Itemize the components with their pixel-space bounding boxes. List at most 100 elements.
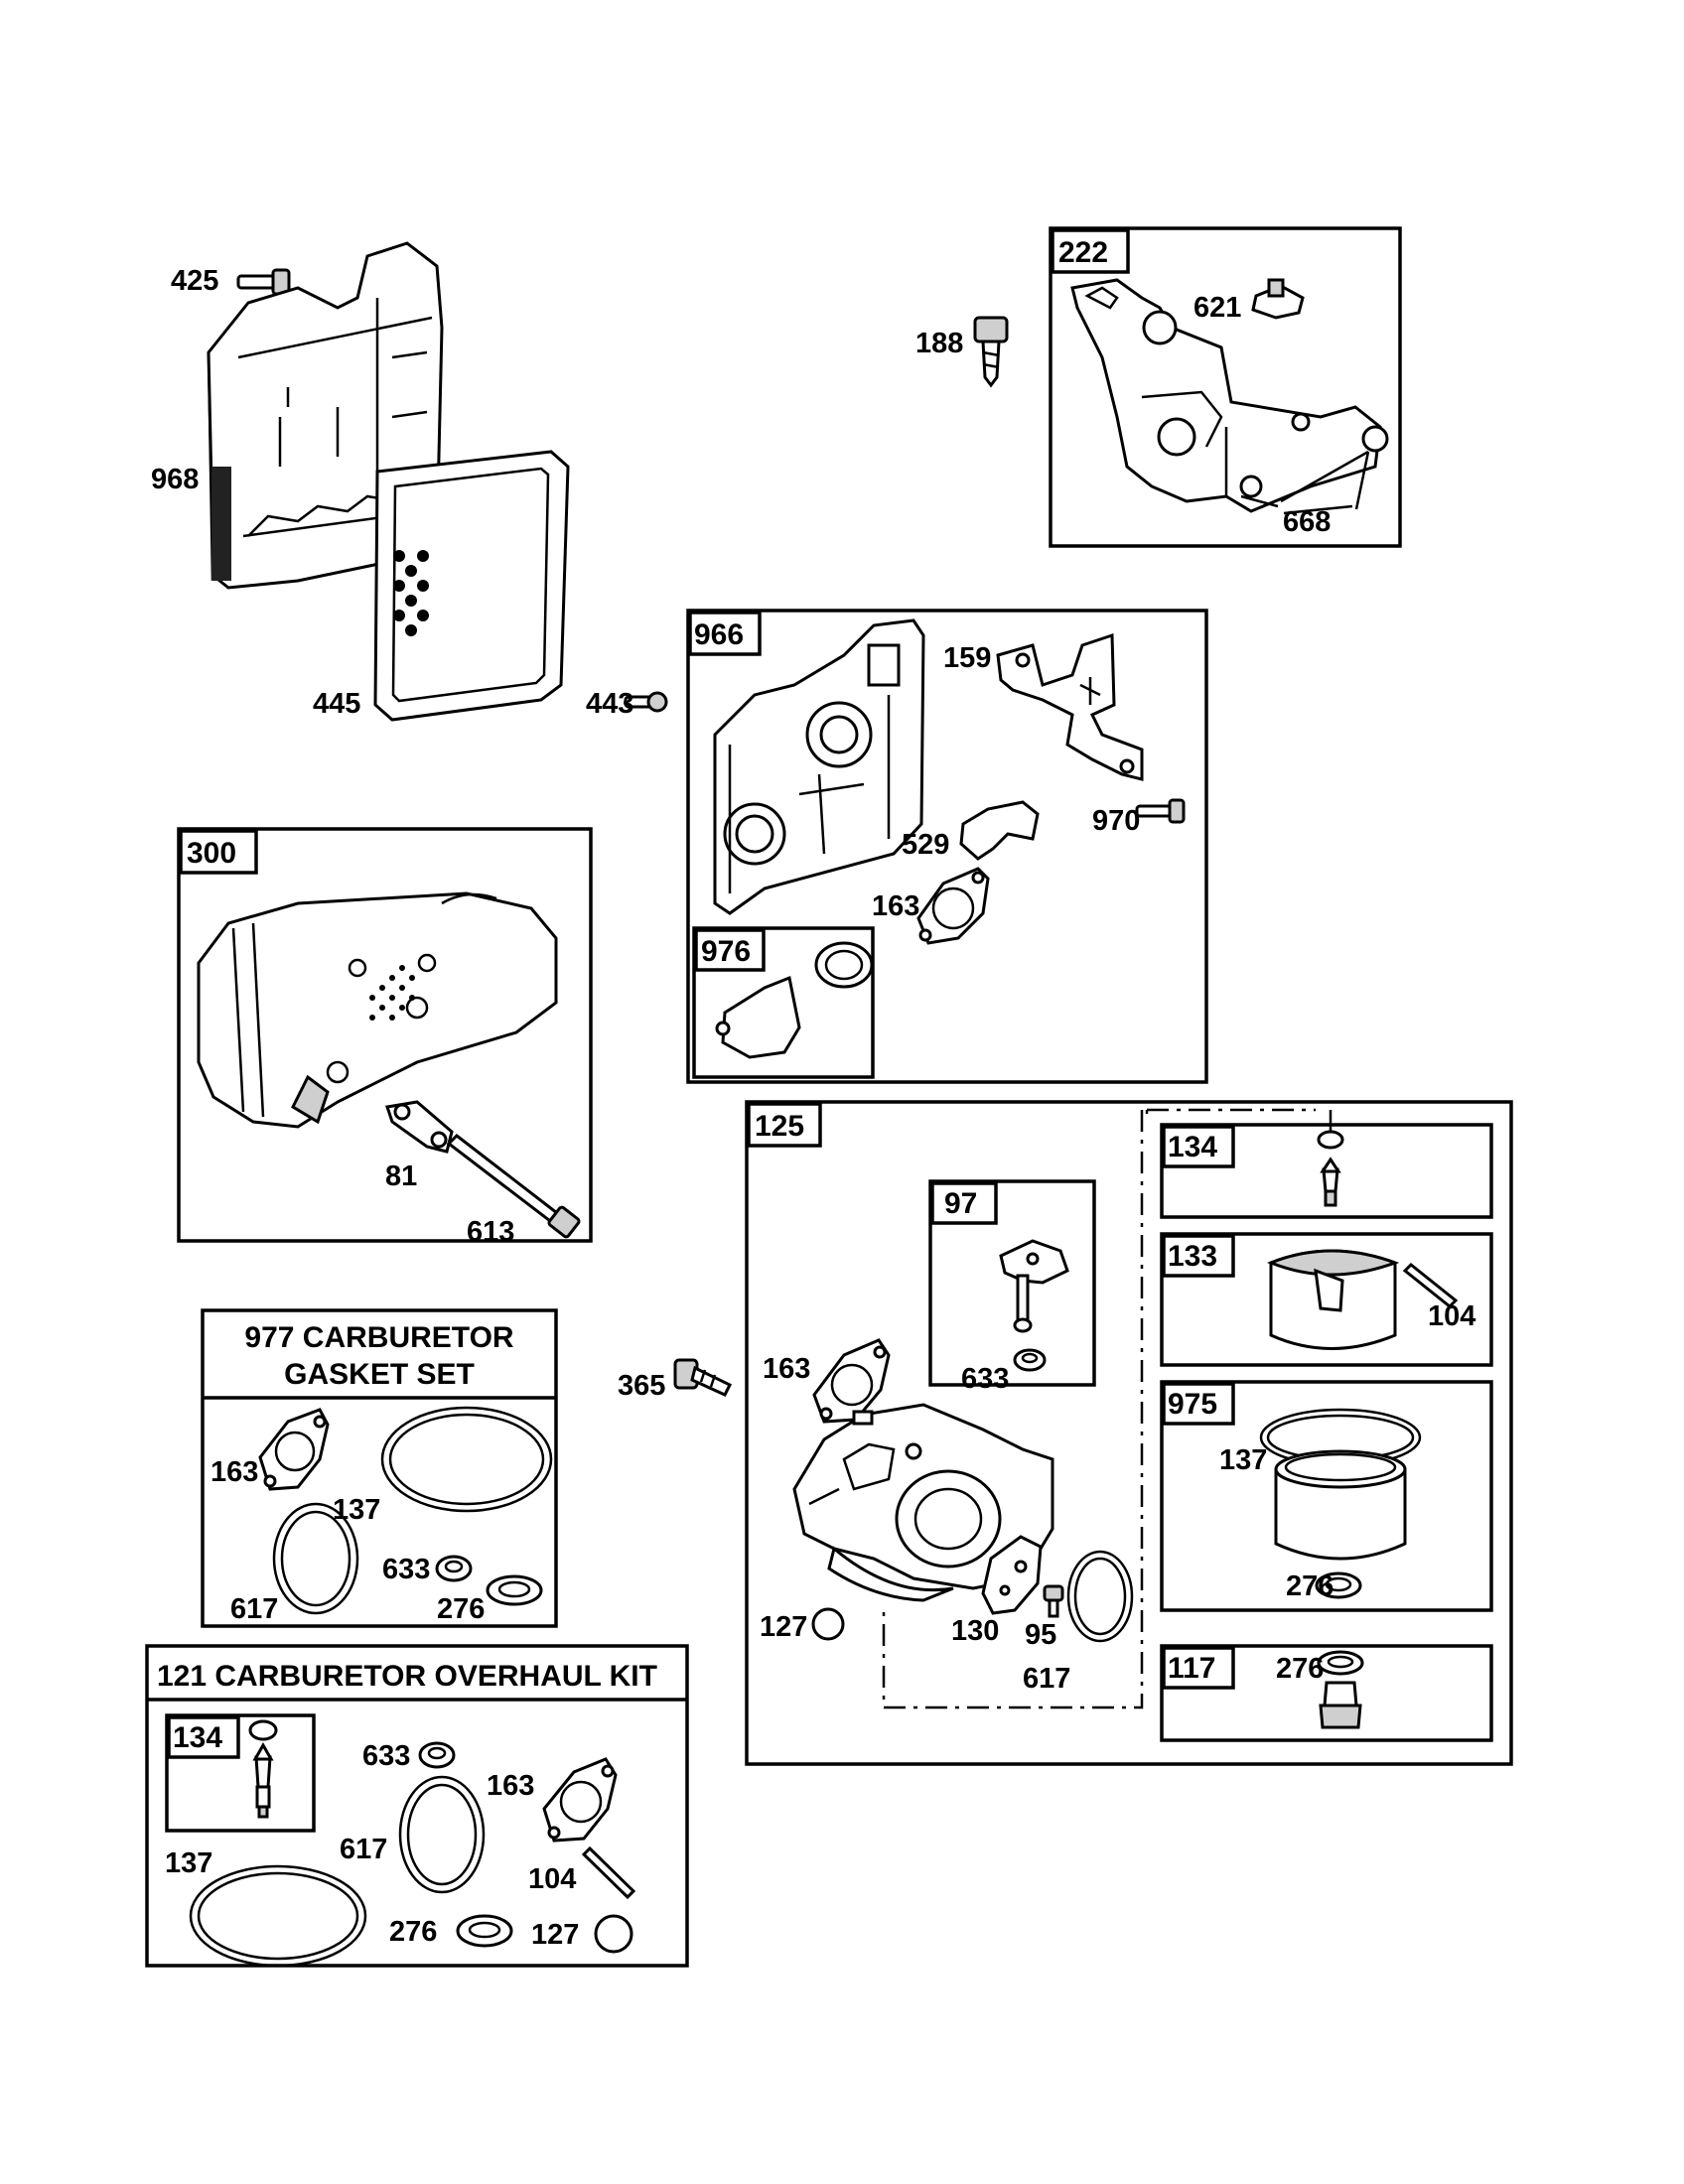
part-621-clip bbox=[1251, 278, 1305, 320]
part-137-gasket-b bbox=[380, 1406, 553, 1513]
part-127-plug-a bbox=[811, 1607, 845, 1641]
part-159-bracket bbox=[996, 632, 1144, 781]
part-163-gasket-d bbox=[542, 1757, 618, 1843]
label-425: 425 bbox=[171, 265, 218, 297]
part-276-washer-b bbox=[1317, 1650, 1364, 1676]
box-222-label: 222 bbox=[1058, 236, 1108, 269]
label-529: 529 bbox=[902, 829, 949, 861]
box-976-tag bbox=[694, 928, 766, 972]
label-130: 130 bbox=[951, 1615, 999, 1647]
box-975 bbox=[1160, 1380, 1493, 1612]
box-976 bbox=[692, 926, 875, 1079]
box-300 bbox=[177, 827, 593, 1243]
box-222-tag bbox=[1051, 228, 1130, 274]
box-117 bbox=[1160, 1644, 1493, 1742]
part-633-washer-a bbox=[1013, 1348, 1047, 1372]
box-97-label: 97 bbox=[944, 1187, 977, 1220]
part-104-pin-b bbox=[581, 1845, 636, 1900]
box-125-label: 125 bbox=[755, 1110, 804, 1143]
part-276-washer-d bbox=[456, 1914, 513, 1948]
label-617b: 617 bbox=[230, 1593, 278, 1625]
box-977 bbox=[201, 1308, 558, 1628]
label-81: 81 bbox=[385, 1160, 417, 1192]
part-633-washer-b bbox=[435, 1555, 473, 1582]
part-134b-needle-seat bbox=[248, 1719, 278, 1819]
label-159: 159 bbox=[943, 642, 991, 674]
label-137b: 137 bbox=[333, 1494, 380, 1526]
part-633-washer-c bbox=[418, 1741, 456, 1769]
part-276-washer-c bbox=[486, 1574, 543, 1606]
label-163b: 163 bbox=[763, 1353, 810, 1385]
part-104-pin-a bbox=[1402, 1262, 1459, 1309]
box-966-label: 966 bbox=[694, 618, 744, 651]
part-117-bowl-nut bbox=[1319, 1681, 1362, 1729]
part-617-oring-b bbox=[272, 1502, 359, 1615]
label-613: 613 bbox=[467, 1216, 514, 1248]
part-445-air-filter bbox=[373, 450, 570, 722]
label-621: 621 bbox=[1193, 292, 1241, 324]
box-134a bbox=[1160, 1123, 1493, 1219]
box-966 bbox=[686, 609, 1208, 1084]
part-617-oring-a bbox=[1066, 1550, 1134, 1643]
part-137-gasket-c bbox=[189, 1864, 367, 1968]
label-443: 443 bbox=[586, 688, 633, 720]
label-445: 445 bbox=[313, 688, 360, 720]
label-633b: 633 bbox=[382, 1554, 430, 1585]
label-104b: 104 bbox=[528, 1863, 576, 1895]
part-125-carburetor-body bbox=[792, 1403, 1054, 1602]
part-188-screw bbox=[973, 316, 1009, 388]
label-970: 970 bbox=[1092, 805, 1140, 837]
label-365: 365 bbox=[618, 1370, 665, 1402]
part-276-washer-a bbox=[1315, 1571, 1362, 1599]
label-188: 188 bbox=[915, 328, 963, 359]
part-425-screw bbox=[236, 268, 291, 296]
box-977-title: 977 CARBURETOR bbox=[244, 1321, 514, 1354]
box-134b-label: 134 bbox=[173, 1721, 222, 1754]
label-276a: 276 bbox=[1286, 1570, 1333, 1602]
box-117-label: 117 bbox=[1168, 1652, 1215, 1685]
part-97-choke-shaft bbox=[999, 1239, 1069, 1333]
box-975-label: 975 bbox=[1168, 1388, 1217, 1421]
label-276c: 276 bbox=[437, 1593, 485, 1625]
label-137c: 137 bbox=[165, 1847, 212, 1879]
box-134b bbox=[165, 1713, 316, 1833]
part-443-screw bbox=[624, 691, 668, 713]
part-300-muffler bbox=[197, 891, 558, 1129]
box-121-title: 121 CARBURETOR OVERHAUL KIT bbox=[157, 1660, 657, 1693]
part-163-gasket-a bbox=[916, 867, 990, 945]
label-276d: 276 bbox=[389, 1916, 437, 1948]
label-163d: 163 bbox=[487, 1770, 534, 1802]
box-222 bbox=[1049, 226, 1402, 548]
box-97 bbox=[928, 1179, 1096, 1387]
label-968: 968 bbox=[151, 464, 199, 495]
part-127-plug-b bbox=[594, 1914, 633, 1954]
box-125 bbox=[745, 1100, 1513, 1766]
part-529-elbow bbox=[959, 800, 1040, 861]
part-613-bolt bbox=[446, 1134, 581, 1239]
part-133-float bbox=[1266, 1249, 1400, 1350]
label-127b: 127 bbox=[531, 1919, 579, 1951]
part-163-gasket-b bbox=[812, 1338, 891, 1424]
label-617c: 617 bbox=[340, 1834, 387, 1865]
label-95: 95 bbox=[1025, 1619, 1056, 1651]
part-976-fuel-pump-assy bbox=[715, 941, 874, 1059]
part-134a-needle-seat bbox=[1317, 1110, 1344, 1207]
label-104a: 104 bbox=[1428, 1300, 1475, 1332]
box-300-label: 300 bbox=[187, 837, 236, 870]
label-163c: 163 bbox=[210, 1456, 258, 1488]
box-976-label: 976 bbox=[701, 935, 751, 968]
box-134a-label: 134 bbox=[1168, 1131, 1217, 1163]
box-977-subtitle: GASKET SET bbox=[284, 1358, 475, 1391]
part-163-gasket-c bbox=[258, 1408, 330, 1491]
part-365-screw bbox=[673, 1358, 733, 1397]
label-633a: 633 bbox=[961, 1363, 1009, 1395]
part-617-oring-c bbox=[398, 1775, 486, 1894]
label-137a: 137 bbox=[1219, 1444, 1267, 1476]
label-633c: 633 bbox=[362, 1740, 410, 1772]
part-130-diaphragm bbox=[981, 1535, 1043, 1615]
box-133 bbox=[1160, 1232, 1493, 1367]
label-276b: 276 bbox=[1276, 1653, 1324, 1685]
box-966-tag bbox=[688, 611, 762, 656]
part-970-screw bbox=[1135, 798, 1186, 824]
label-668: 668 bbox=[1283, 506, 1331, 538]
